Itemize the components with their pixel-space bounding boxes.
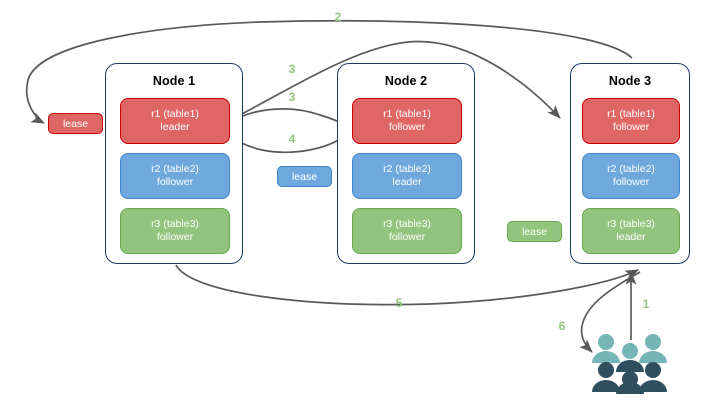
node-title: Node 2 bbox=[384, 74, 428, 88]
replica-role: follower bbox=[388, 121, 426, 133]
replica-role: follower bbox=[156, 231, 194, 243]
node-box-2[interactable]: Node 2 r1 (table1) follower r2 (table2) … bbox=[337, 63, 475, 264]
replica-role: follower bbox=[612, 121, 650, 133]
replica-role: leader bbox=[616, 231, 646, 243]
lease-badge-r1[interactable]: lease bbox=[48, 113, 103, 134]
step-number: 2 bbox=[334, 10, 342, 24]
step-label-1: 1 bbox=[637, 297, 655, 311]
step-number: 3 bbox=[288, 62, 296, 76]
lease-badge-r2[interactable]: lease bbox=[277, 166, 332, 187]
lease-label: lease bbox=[291, 170, 318, 183]
replica-name: r3 (table3) bbox=[151, 218, 199, 230]
step-number: 1 bbox=[642, 297, 650, 311]
replica-role: leader bbox=[160, 121, 190, 133]
replica-r2[interactable]: r2 (table2) follower bbox=[120, 153, 230, 199]
step-label-6: 6 bbox=[553, 319, 571, 333]
replica-r2[interactable]: r2 (table2) follower bbox=[582, 153, 680, 199]
replica-name: r3 (table3) bbox=[607, 218, 655, 230]
replica-name: r2 (table2) bbox=[151, 163, 199, 175]
replica-r2[interactable]: r2 (table2) leader bbox=[352, 153, 462, 199]
replica-role: follower bbox=[612, 176, 650, 188]
node-title: Node 1 bbox=[152, 74, 196, 88]
step-label-3a: 3 bbox=[283, 62, 301, 76]
step-label-3b: 3 bbox=[283, 90, 301, 104]
replica-name: r2 (table2) bbox=[607, 163, 655, 175]
replica-name: r1 (table1) bbox=[383, 108, 431, 120]
node-title: Node 3 bbox=[608, 74, 652, 88]
step-label-4: 4 bbox=[283, 132, 301, 146]
step-label-2: 2 bbox=[329, 10, 347, 24]
replica-name: r3 (table3) bbox=[383, 218, 431, 230]
node-box-3[interactable]: Node 3 r1 (table1) follower r2 (table2) … bbox=[570, 63, 690, 264]
replica-name: r1 (table1) bbox=[607, 108, 655, 120]
lease-badge-r3[interactable]: lease bbox=[507, 221, 562, 242]
replica-name: r2 (table2) bbox=[383, 163, 431, 175]
replica-role: follower bbox=[156, 176, 194, 188]
step-number: 5 bbox=[395, 296, 403, 310]
replica-r3[interactable]: r3 (table3) follower bbox=[120, 208, 230, 254]
step-number: 3 bbox=[288, 90, 296, 104]
lease-label: lease bbox=[521, 225, 548, 238]
lease-label: lease bbox=[62, 117, 89, 130]
replica-r1[interactable]: r1 (table1) leader bbox=[120, 98, 230, 144]
node-box-1[interactable]: Node 1 r1 (table1) leader r2 (table2) fo… bbox=[105, 63, 243, 264]
replica-role: follower bbox=[388, 231, 426, 243]
step-label-5: 5 bbox=[390, 296, 408, 310]
replica-r1[interactable]: r1 (table1) follower bbox=[582, 98, 680, 144]
replica-r3[interactable]: r3 (table3) follower bbox=[352, 208, 462, 254]
clients-group bbox=[590, 332, 672, 394]
group-of-people-icon bbox=[592, 334, 667, 394]
step-number: 4 bbox=[288, 132, 296, 146]
replica-role: leader bbox=[392, 176, 422, 188]
step-number: 6 bbox=[558, 319, 566, 333]
replica-name: r1 (table1) bbox=[151, 108, 199, 120]
replica-r1[interactable]: r1 (table1) follower bbox=[352, 98, 462, 144]
replica-r3[interactable]: r3 (table3) leader bbox=[582, 208, 680, 254]
